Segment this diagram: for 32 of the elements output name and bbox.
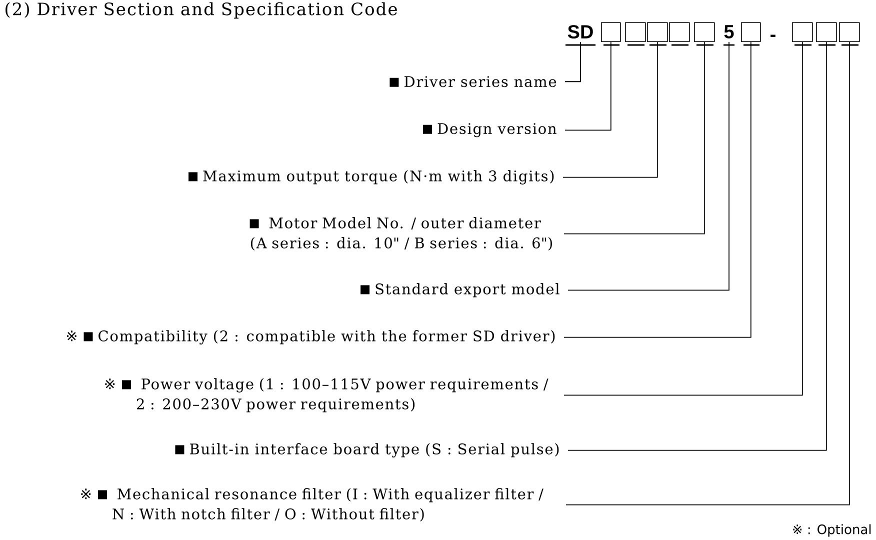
leader-line (564, 42, 803, 396)
leader-line (564, 42, 705, 234)
code-box (694, 22, 715, 46)
item-description: Maximum output torque (N·m with 3 digits) (188, 170, 554, 184)
item-description: ※ Power voltage (1 : 100–115V power requirements / 2 : 200–230V power requirements) (105, 378, 548, 412)
code-box (647, 22, 668, 46)
code-box (669, 22, 690, 46)
item-description: Standard export model (360, 283, 560, 298)
code-letters: SD (566, 25, 596, 46)
item-description: Built-in interface board type (S : Serial pulse) (175, 443, 559, 458)
code-box (792, 22, 813, 46)
code-box (816, 22, 837, 46)
leader-line (564, 42, 752, 338)
leader-line (564, 42, 612, 131)
dash: - (770, 34, 776, 37)
code-box (839, 22, 860, 46)
leader-line (566, 42, 850, 506)
item-description: Motor Model No. / outer diameter (A series : dia. 10" / B series : dia. 6") (250, 217, 552, 250)
title: (2) Driver Section and Specification Code (6, 2, 397, 19)
leader-line (564, 42, 581, 82)
code-box (741, 22, 761, 46)
leader-line (568, 42, 730, 291)
code-box (601, 22, 621, 46)
item-description: Driver series name (390, 76, 556, 88)
leader-line (568, 42, 827, 451)
leader-line (562, 42, 658, 178)
code-box (625, 22, 646, 46)
item-description: ※ Mechanical resonance filter (I : With equalizer filter / N : With notch filter / O : Without filter) (81, 488, 544, 522)
item-description: Design version (423, 123, 556, 138)
item-description: ※ Compatibility (2 : compatible with the former SD driver) (67, 330, 555, 344)
code-letters: 5 (724, 25, 734, 46)
note: ※ : Optional (793, 524, 871, 537)
